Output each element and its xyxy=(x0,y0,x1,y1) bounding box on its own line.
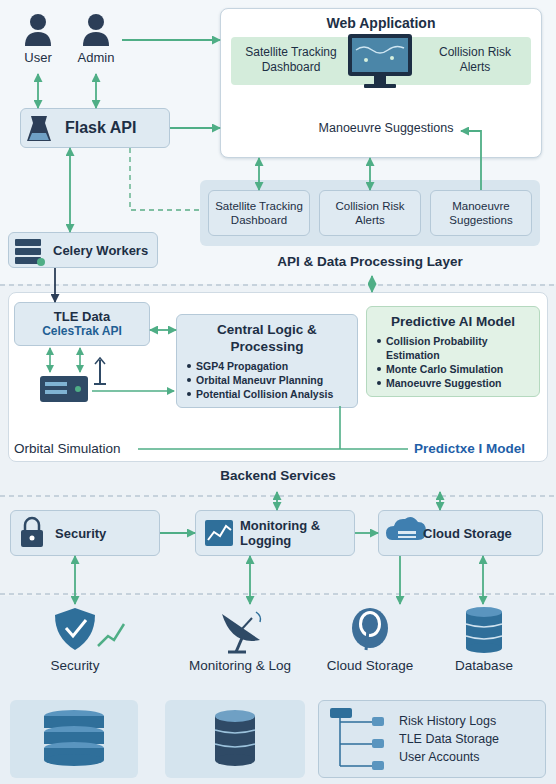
connector-arrow xyxy=(399,556,401,604)
connector-arrow xyxy=(249,556,251,604)
connector-arrow xyxy=(150,329,176,331)
dashed-separators xyxy=(0,285,556,594)
node-title: Monitoring & Logging xyxy=(240,518,346,548)
model-box: Predictive AI ModelCollision Probability… xyxy=(366,306,540,397)
database-panel xyxy=(165,700,305,778)
node-text: SGP4 Propagation xyxy=(185,359,349,373)
connector-arrow xyxy=(461,131,481,190)
flask-icon xyxy=(27,116,51,141)
node-title: Satellite Tracking Dashboard xyxy=(215,199,303,227)
postgres-icon xyxy=(352,608,388,650)
node-text: CelesTrak API xyxy=(23,324,141,339)
service-box: Collision Risk Alerts xyxy=(319,190,421,236)
node-text: Collision Probability Estimation xyxy=(375,334,531,362)
connector-arrow xyxy=(369,158,371,190)
backend-panel: Backend Services TLE DataCelesTrak API Cen… xyxy=(8,292,548,492)
node-title: Cloud Storage xyxy=(423,526,534,541)
node-text: User Accounts xyxy=(399,748,480,766)
connector-arrow xyxy=(170,127,220,129)
dish-icon xyxy=(222,612,261,652)
lock-icon xyxy=(21,518,43,547)
node-title: Collision Risk Alerts xyxy=(326,199,414,227)
connector-arrow xyxy=(160,532,195,534)
process-box: Central Logic & ProcessingSGP4 Propagati… xyxy=(176,314,358,408)
node-title: API & Data Processing Layer xyxy=(200,254,540,269)
node-title: Risk History Logs xyxy=(399,712,496,730)
service-box: Satellite Tracking Dashboard xyxy=(208,190,310,236)
node-title: Admin xyxy=(70,50,122,65)
node-title: Database xyxy=(428,658,540,673)
node-title: Manoeuvre Suggestions xyxy=(311,121,461,135)
node-text: Orbital Maneuvr Planning xyxy=(185,373,349,387)
node-title: Monitoring & Log xyxy=(165,658,315,673)
connector-arrow xyxy=(74,556,76,604)
node-title: Manoeuvre Suggestions xyxy=(437,199,525,227)
connector-arrow xyxy=(371,276,373,292)
connector-arrow xyxy=(130,148,200,210)
node-text: Monte Carlo Simulation xyxy=(375,362,531,376)
ground-station-icon xyxy=(40,348,174,402)
monitor-icon xyxy=(348,34,412,88)
simulation-line xyxy=(138,406,408,449)
node-title: TLE Data xyxy=(23,309,141,324)
layer-band: API & Data Processing Layer Satellite Tra… xyxy=(200,180,540,276)
node-text: Potential Collision Analysis xyxy=(185,387,349,401)
connector-arrow xyxy=(54,268,56,302)
connector-arrow xyxy=(69,148,71,232)
connector-arrow xyxy=(258,158,260,190)
node-title: Satellite Tracking Dashboard xyxy=(237,45,345,75)
node-title: Backend Services xyxy=(8,468,548,483)
node-title: Celery Workers xyxy=(53,243,149,258)
node-title: User xyxy=(12,50,64,65)
node-title: Flask API xyxy=(65,119,161,137)
connector-arrow xyxy=(482,556,484,604)
node-title: Predictive AI Model xyxy=(375,313,531,330)
connector-arrow xyxy=(37,74,39,108)
node-title: Security xyxy=(55,526,151,541)
node-text: TLE Data Storage xyxy=(399,730,499,748)
connector-arrow xyxy=(276,492,278,510)
service-box: Manoeuvre Suggestions xyxy=(430,190,532,236)
admin-icon xyxy=(83,14,109,46)
tree-icon xyxy=(330,708,384,770)
user-icon xyxy=(25,14,51,46)
cloud-icon xyxy=(386,517,426,540)
node-text: Collision Risk Alerts xyxy=(425,45,525,75)
shield-icon xyxy=(55,608,124,650)
node-title: Cloud Storage xyxy=(320,658,420,673)
server-icon xyxy=(15,239,45,266)
data-source-box: TLE DataCelesTrak API xyxy=(14,302,150,346)
node-title: Central Logic & Processing xyxy=(185,321,349,355)
node-text: Manoeuvre Suggestion xyxy=(375,376,531,390)
connector-arrow xyxy=(355,532,378,534)
node-title: Web Application xyxy=(221,15,541,31)
note-label: Predictxe I Model xyxy=(414,441,525,456)
connector-arrow xyxy=(95,74,97,108)
connector-arrow xyxy=(439,492,441,510)
chart-icon xyxy=(205,520,233,546)
database-icon xyxy=(466,607,502,653)
node-title: Security xyxy=(10,658,140,673)
feature-text: Manoeuvre Suggestions xyxy=(311,121,461,143)
connector-arrow xyxy=(122,39,220,41)
server-disk-panel xyxy=(10,700,138,778)
note-label: Orbital Simulation xyxy=(14,441,121,456)
